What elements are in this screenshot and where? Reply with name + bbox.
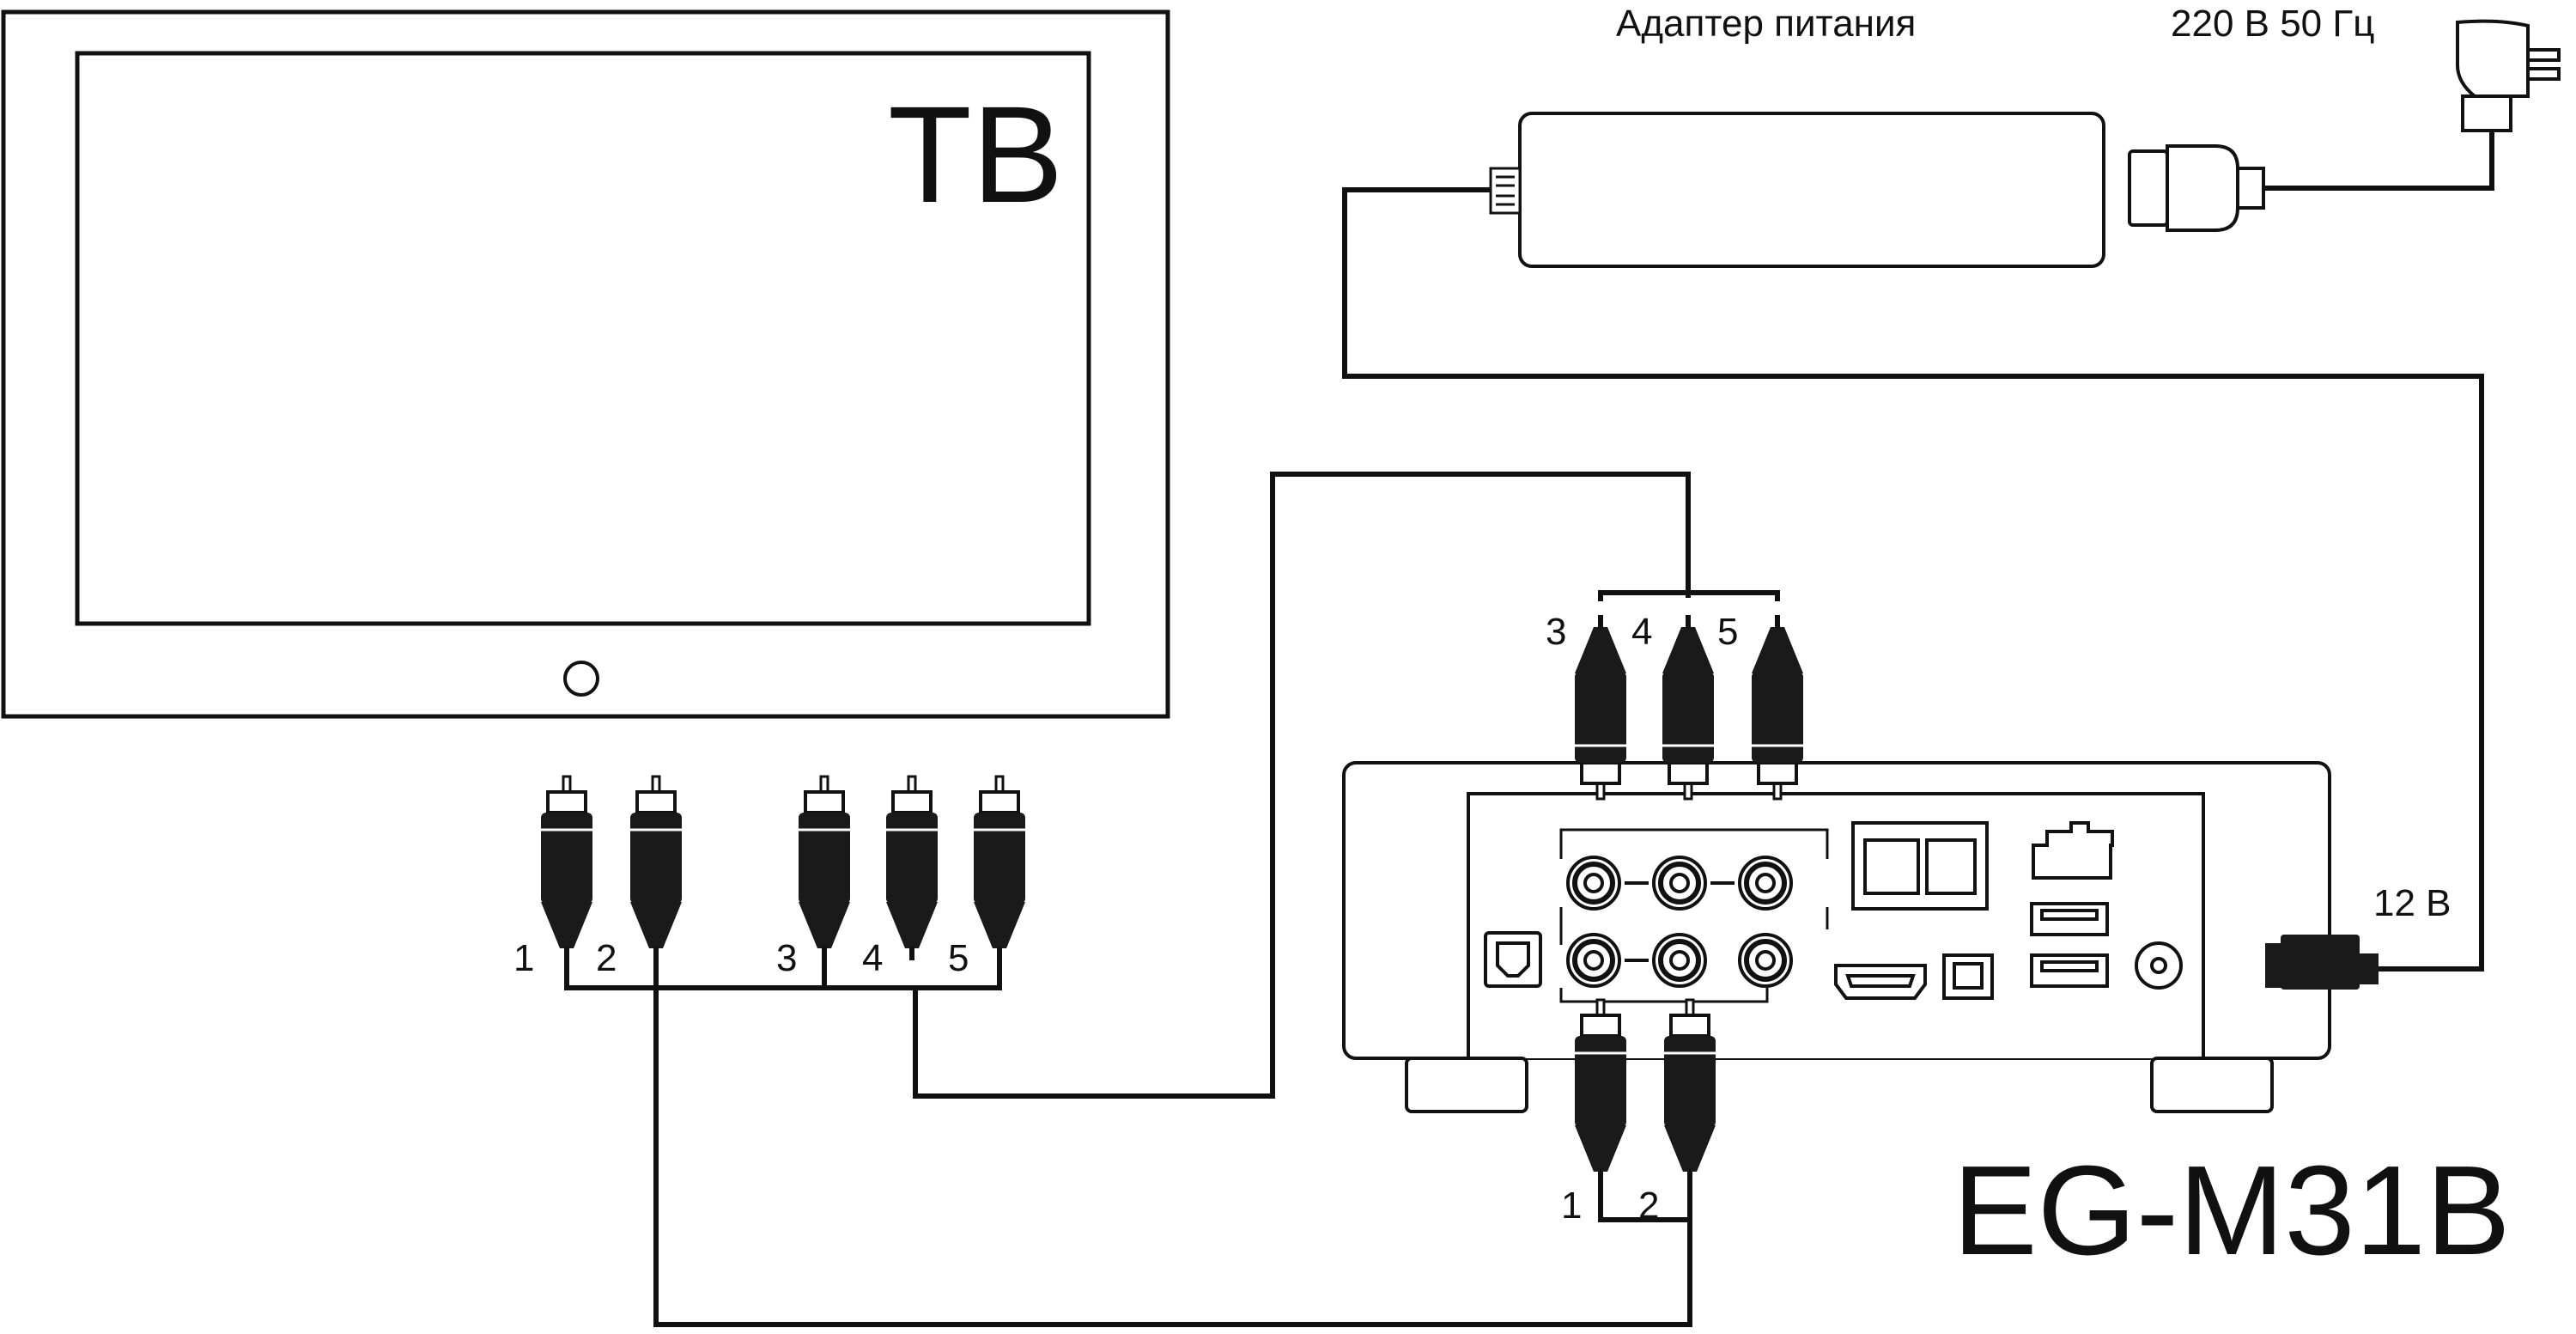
tv-title: ТВ	[888, 77, 1064, 231]
dc-voltage-label: 12 В	[2373, 882, 2451, 924]
rca-plug	[1752, 615, 1803, 801]
mains-voltage-label: 220 В 50 Гц	[2171, 3, 2375, 45]
rca-port-bracket-bottom	[1559, 929, 1769, 1003]
rca-plug	[1575, 615, 1626, 801]
tv-video-cable-number: 5	[948, 937, 969, 979]
device-video-cable-number: 5	[1717, 611, 1739, 653]
tv-screen	[75, 51, 1091, 626]
rca-plug	[974, 775, 1025, 960]
power-adapter	[1518, 112, 2105, 268]
device-foot-right	[2150, 1057, 2274, 1113]
rca-plug	[1664, 998, 1716, 1184]
usb-port-bottom	[2030, 953, 2109, 988]
hdmi-port	[1834, 964, 1927, 1000]
rca-plugs	[541, 615, 1803, 1184]
rca-jack	[1652, 856, 1707, 911]
adapter-cable-boot	[1489, 167, 1522, 215]
optical-port	[1484, 931, 1542, 988]
usb-port-top	[2030, 902, 2109, 936]
rca-jack	[1652, 933, 1707, 988]
rca-port-bracket-top	[1559, 828, 1829, 929]
cables	[564, 132, 2494, 1327]
dc-plug	[2265, 935, 2379, 990]
rca-plug	[630, 775, 682, 960]
rca-jack	[1738, 933, 1793, 988]
rca-jack	[1566, 933, 1621, 988]
rca-ports	[1566, 856, 1793, 988]
tv-power-button	[563, 661, 599, 697]
rca-plug	[1575, 998, 1626, 1184]
tv-audio-cable-number: 1	[513, 937, 535, 979]
cable-audio-tv	[564, 955, 659, 990]
cable-audio-device	[1598, 1184, 1692, 1222]
cable-video-tv-group	[822, 955, 1002, 990]
cable-power-dc	[1342, 187, 2484, 972]
tv-video-cable-number: 3	[776, 937, 798, 979]
port-separators	[1625, 881, 1735, 962]
rca-jack	[1738, 856, 1793, 911]
device-audio-cable-number: 1	[1561, 1185, 1583, 1227]
usb-b-port	[1942, 953, 1994, 1000]
ethernet-port	[2032, 821, 2114, 880]
rca-plug	[886, 775, 938, 960]
av-switch-panel	[1851, 821, 1989, 911]
rca-jack	[1566, 856, 1621, 911]
wall-plug	[2456, 19, 2561, 132]
coaxial-port	[2135, 941, 2183, 990]
cable-audio-long	[653, 988, 1692, 1327]
device-back-panel	[1467, 792, 2205, 1058]
rca-plug	[799, 775, 850, 960]
device-audio-cable-number: 2	[1638, 1185, 1660, 1227]
tv-audio-cable-number: 2	[596, 937, 617, 979]
cable-video-tv	[564, 472, 1691, 1099]
device-video-cable-number: 3	[1546, 611, 1567, 653]
tv-video-cable-number: 4	[862, 937, 884, 979]
power-adapter-label: Адаптер питания	[1616, 3, 1917, 45]
mains-cord-connector	[2128, 144, 2265, 232]
rca-plug	[1662, 615, 1714, 801]
device-video-cable-number: 4	[1631, 611, 1653, 653]
cable-video-device	[1598, 590, 1780, 601]
cable-mains	[2263, 132, 2494, 191]
device-model-label: EG-M31B	[1953, 1140, 2511, 1282]
rca-plug	[541, 775, 592, 960]
device-foot-left	[1405, 1057, 1528, 1113]
